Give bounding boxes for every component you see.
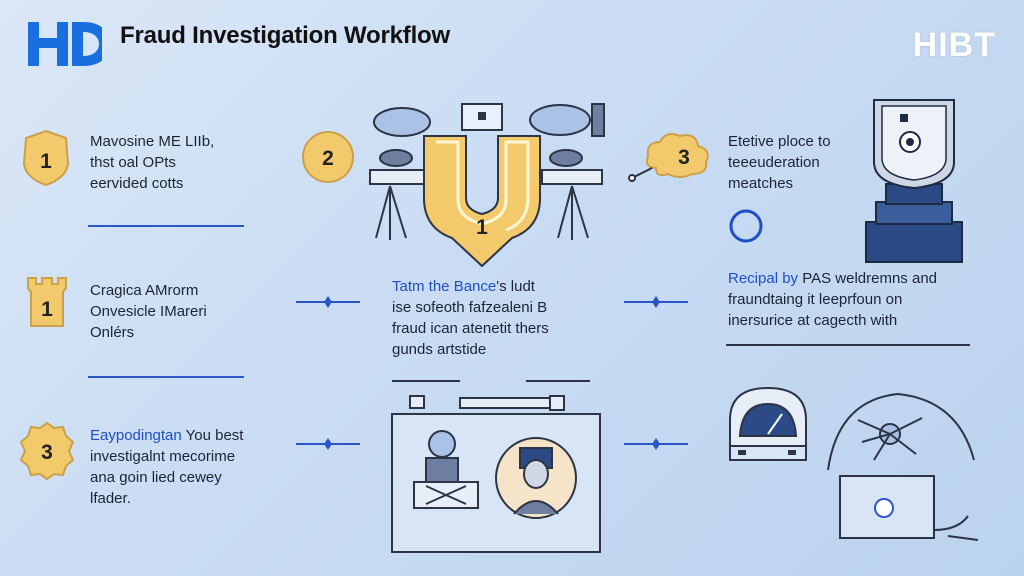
step-number: 3 [41,441,53,464]
connector-arrow [624,438,688,450]
gauge-device-icon [729,386,807,461]
badge-cloud-icon: 3 [628,133,709,182]
step-number: 3 [678,146,690,169]
divider [526,380,590,382]
step-number: 1 [40,150,52,173]
step-text-line: eervided cotts [90,175,184,192]
step-3-description: Etetive ploce to teeeuderation meatches [728,131,831,194]
step-text-line: ana goin lied cewey [90,469,222,486]
page-title: Fraud Investigation Workflow [120,22,450,49]
fraud-funnel-illustration: 1 [369,103,605,268]
investigator-screen-illustration [391,395,601,553]
center-highlight: Tatm the Bance [392,278,497,295]
step-text-line: fraundtaing it leeprfoun on [728,291,903,308]
divider [726,344,970,346]
badge-seal-icon: 3 [19,421,75,481]
step-text-line: gunds artstide [392,341,487,358]
step-text-line: Eaypodingtan You best [90,425,243,446]
step-text-line: Onvesicle IMareri [90,303,207,320]
divider [88,225,244,227]
step-text-line: lfader. [90,490,131,507]
step-text-line: investigalnt mecorime [90,448,236,465]
center-text-rest: 's ludt [496,278,535,295]
connector-arrow [296,438,360,450]
hd-logo [28,22,102,66]
step-text-line: teeeuderation [728,154,820,171]
step-text-line: Mavosine ME LIIb, [90,133,215,150]
step-4-description: Cragica AMrorm Onvesicle IMareri Onlérs [90,280,207,343]
connector-arrow [296,296,360,308]
right-description: Recipal by PAS weldremns and fraundtaing… [728,268,937,331]
step-text-line: inersurice at cagecth with [728,312,898,329]
divider [88,376,244,378]
step-text-rest: You best [181,427,244,444]
badge-tower-icon: 1 [27,277,67,327]
step-text-line: Recipal by PAS weldremns and [728,268,937,289]
connector-arrow [624,296,688,308]
shield-number: 1 [476,216,488,239]
step-number: 1 [41,298,53,321]
step-number: 2 [322,147,334,170]
step-text-line: Cragica AMrorm [90,282,199,299]
circle-outline-icon [729,209,763,243]
step-text-line: thst oal OPts [90,154,176,171]
divider [392,380,460,382]
step-text-line: fraud ican atenetit thers [392,320,549,337]
badge-circle-icon: 2 [302,131,354,183]
brand-mark: HIBT [912,26,996,64]
security-device-illustration [865,99,963,263]
center-description: Tatm the Bance's ludt ise sofeoth fafzea… [392,276,549,360]
right-text-rest: PAS weldremns and [798,270,938,287]
step-text-line: Tatm the Bance's ludt [392,276,549,297]
step-text-line: Etetive ploce to [728,133,831,150]
step-text-line: Onlérs [90,324,135,341]
step-highlight: Eaypodingtan [90,427,182,444]
step-text-line: meatches [728,175,794,192]
badge-shield-icon: 1 [22,129,70,187]
step-5-description: Eaypodingtan You best investigalnt mecor… [90,425,243,509]
laptop-network-illustration [827,392,979,541]
right-highlight: Recipal by [728,270,799,287]
step-text-line: ise sofeoth fafzealeni B [392,299,548,316]
step-1-description: Mavosine ME LIIb, thst oal OPts eervided… [90,131,214,194]
